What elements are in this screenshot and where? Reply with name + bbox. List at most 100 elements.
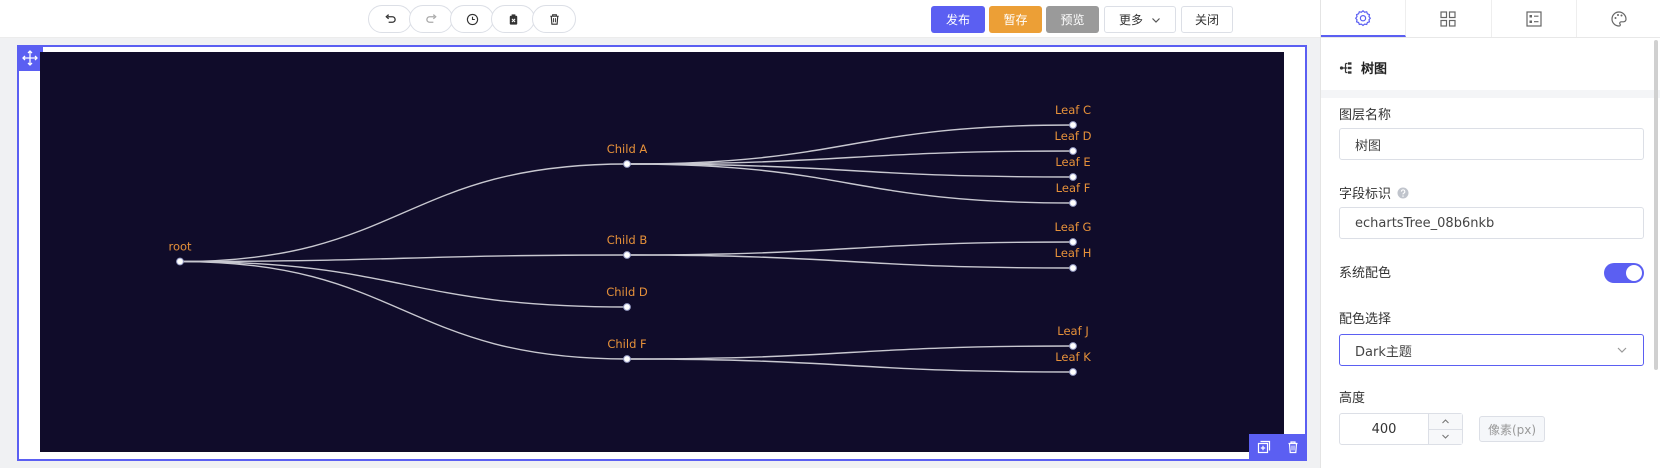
tree-link xyxy=(626,358,1074,373)
clear-clipboard-icon xyxy=(509,13,517,25)
tree-node[interactable] xyxy=(1069,264,1077,272)
tree-link xyxy=(626,345,1074,360)
tree-node-label: Child D xyxy=(606,285,648,299)
tree-node[interactable] xyxy=(623,160,631,168)
grid-icon xyxy=(1440,10,1456,27)
tree-node[interactable] xyxy=(1069,199,1077,207)
tree-node[interactable] xyxy=(1069,238,1077,246)
tab-layout[interactable] xyxy=(1406,0,1492,37)
tree-link xyxy=(626,163,1074,178)
tree-chart[interactable]: Leaf C Leaf D Leaf E Leaf F Child A Leaf G Lea… xyxy=(40,52,1284,452)
tree-node-label: Leaf D xyxy=(1055,129,1092,143)
properties-panel: 树图 图层名称 树图 字段标识 echartsTree_08b6nkb 系统配色… xyxy=(1320,0,1660,468)
tree-link xyxy=(179,163,628,263)
tree-structure-icon xyxy=(1339,61,1352,74)
section-title: 树图 xyxy=(1361,62,1388,77)
tree-link xyxy=(179,254,628,263)
tab-data[interactable] xyxy=(1492,0,1577,37)
field-id-label: 字段标识 xyxy=(1339,187,1392,202)
tree-chart-svg: Leaf C Leaf D Leaf E Leaf F Child A Leaf G Lea… xyxy=(168,103,1092,376)
height-value[interactable]: 400 xyxy=(1371,421,1397,437)
top-toolbar: 发布 暂存 预览 更多 关闭 xyxy=(0,0,1320,38)
undo-icon xyxy=(384,13,396,23)
clear-clipboard-button[interactable] xyxy=(491,5,535,33)
color-select-label: 配色选择 xyxy=(1339,312,1392,327)
data-list-icon xyxy=(1526,10,1542,27)
height-unit-label: 像素(px) xyxy=(1479,416,1545,442)
decrease-button[interactable] xyxy=(1429,430,1462,445)
section-header: 树图 xyxy=(1339,58,1387,77)
tab-settings[interactable] xyxy=(1321,0,1407,37)
field-id-input[interactable]: echartsTree_08b6nkb xyxy=(1339,207,1644,239)
preview-button[interactable]: 预览 xyxy=(1046,6,1099,33)
color-theme-value: Dark主题 xyxy=(1355,344,1412,360)
stepper-buttons xyxy=(1428,414,1462,444)
trash-icon xyxy=(549,13,559,25)
tree-node-label: Leaf F xyxy=(1056,181,1091,195)
tree-node-label: Child A xyxy=(607,142,648,156)
tree-link xyxy=(626,124,1074,165)
tree-node-label: Child F xyxy=(607,337,646,351)
increase-button[interactable] xyxy=(1429,414,1462,430)
section-divider xyxy=(1321,90,1660,98)
height-label: 高度 xyxy=(1339,391,1366,406)
tree-node-label: Leaf J xyxy=(1057,324,1088,338)
save-draft-button[interactable]: 暂存 xyxy=(989,6,1042,33)
tab-style[interactable] xyxy=(1577,0,1660,37)
copy-add-icon[interactable] xyxy=(1257,440,1271,454)
tree-node-label: Leaf C xyxy=(1055,103,1091,117)
chevron-down-icon xyxy=(1617,347,1627,353)
tree-link xyxy=(179,260,628,360)
chevron-up-icon xyxy=(1442,418,1449,424)
undo-button[interactable] xyxy=(368,5,412,33)
history-button[interactable] xyxy=(450,5,494,33)
tree-link xyxy=(626,163,1074,204)
move-arrows-icon xyxy=(22,50,38,66)
tree-node[interactable] xyxy=(1069,368,1077,376)
tree-node-label: Leaf H xyxy=(1055,246,1092,260)
tree-node[interactable] xyxy=(623,303,631,311)
chevron-down-icon xyxy=(1442,434,1449,440)
height-stepper[interactable]: 400 xyxy=(1339,413,1463,445)
tree-node-label: Child B xyxy=(607,233,648,247)
redo-button[interactable] xyxy=(409,5,453,33)
more-label: 更多 xyxy=(1118,13,1143,27)
tree-node-label: root xyxy=(168,240,192,254)
component-tools xyxy=(1249,434,1307,460)
field-id-label-row: 字段标识 xyxy=(1339,183,1409,202)
tree-node[interactable] xyxy=(1069,342,1077,350)
layer-name-input[interactable]: 树图 xyxy=(1339,128,1644,160)
toggle-knob xyxy=(1626,265,1642,281)
panel-tabs xyxy=(1321,0,1660,38)
tree-node[interactable] xyxy=(623,251,631,259)
tree-link xyxy=(626,241,1074,256)
delete-button[interactable] xyxy=(532,5,576,33)
gear-icon xyxy=(1355,9,1372,26)
close-button[interactable]: 关闭 xyxy=(1181,6,1233,33)
trash-icon[interactable] xyxy=(1286,440,1300,454)
chevron-down-icon xyxy=(1152,17,1160,23)
help-icon[interactable] xyxy=(1397,187,1409,199)
system-color-toggle[interactable] xyxy=(1604,263,1644,283)
tree-node[interactable] xyxy=(1069,147,1077,155)
tree-node[interactable] xyxy=(176,257,184,266)
more-dropdown[interactable]: 更多 xyxy=(1104,6,1176,33)
layer-name-label: 图层名称 xyxy=(1339,108,1392,123)
tree-node[interactable] xyxy=(623,355,631,363)
system-color-label: 系统配色 xyxy=(1339,266,1392,281)
tree-node-label: Leaf K xyxy=(1055,350,1091,364)
tree-node[interactable] xyxy=(1069,121,1077,129)
tree-node-label: Leaf G xyxy=(1055,220,1092,234)
publish-button[interactable]: 发布 xyxy=(931,6,985,33)
redo-icon xyxy=(425,13,437,23)
move-handle[interactable] xyxy=(17,45,43,71)
tree-link xyxy=(626,150,1074,165)
history-clock-icon xyxy=(466,13,478,25)
color-theme-select[interactable]: Dark主题 xyxy=(1339,334,1644,366)
tree-link xyxy=(626,254,1074,269)
tree-node[interactable] xyxy=(1069,173,1077,181)
palette-icon xyxy=(1611,10,1627,27)
tree-link xyxy=(179,260,628,308)
panel-scrollbar[interactable] xyxy=(1654,40,1658,370)
tree-node-label: Leaf E xyxy=(1055,155,1090,169)
